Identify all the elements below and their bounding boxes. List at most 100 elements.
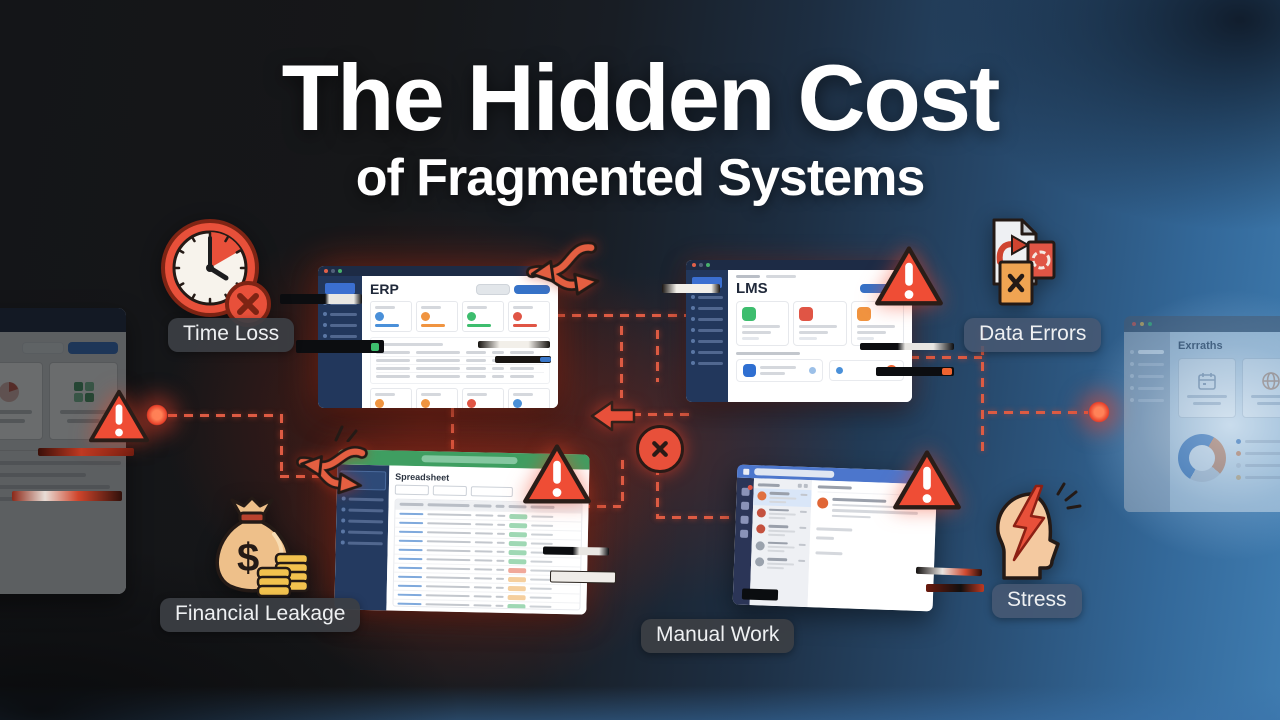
table-cell: [473, 586, 492, 589]
window-dot-green: [338, 269, 342, 273]
preview-line: [767, 562, 794, 566]
table-cell: [425, 594, 470, 598]
timestamp: [799, 510, 807, 513]
table-cell: [529, 596, 552, 600]
glitch-streak: [478, 341, 550, 348]
glitch-streak: [741, 588, 779, 601]
sidebar-item: [691, 361, 723, 365]
broken-documents-icon: [964, 214, 1072, 318]
legend-dot: [1236, 451, 1241, 456]
avatar: [755, 540, 765, 551]
card-label: [513, 393, 533, 396]
financial-leakage-label: Financial Leakage: [160, 598, 361, 632]
sidebar-item-icon: [1130, 362, 1134, 366]
sidebar-button: [692, 277, 722, 288]
tangled-arrows-icon: [287, 432, 373, 502]
sync-error-x-icon: [636, 425, 684, 473]
connector-line: [556, 314, 686, 317]
status-pill: [507, 603, 526, 609]
sidebar-item: [341, 507, 384, 512]
subtitle: of Fragmented Systems: [355, 149, 926, 207]
table-cell: [495, 604, 504, 608]
app-icon: [743, 364, 756, 377]
link-cell: [398, 566, 423, 570]
conversation-name: [767, 541, 788, 545]
conversation-name: [769, 491, 790, 495]
card-label: [467, 306, 487, 309]
timestamp: [798, 543, 806, 546]
link-cell: [398, 530, 424, 534]
ghost-titlebar: [1124, 316, 1280, 332]
table-cell: [510, 367, 534, 370]
connector-line: [981, 330, 984, 456]
glitch-streak: [876, 367, 954, 376]
preview-line: [769, 500, 787, 503]
preview-line: [768, 533, 785, 536]
connector-line: [168, 414, 280, 417]
erp-titlebar: [318, 266, 558, 276]
lms-title: LMS: [736, 280, 768, 297]
course-card: [736, 301, 790, 346]
stat-card: [462, 388, 504, 408]
card-label: [421, 306, 441, 309]
sidebar-item-label: [330, 334, 357, 338]
conversation-row: [753, 488, 812, 507]
window-dot-red: [324, 269, 328, 273]
svg-text:$: $: [237, 536, 259, 580]
table-cell: [496, 559, 505, 563]
table-cell: [427, 513, 472, 517]
timestamp: [798, 559, 806, 562]
legend-dot: [1236, 439, 1241, 444]
globe-icon: [1262, 372, 1280, 390]
sidebar-item-icon: [341, 518, 346, 523]
sidebar-item-icon: [691, 339, 695, 343]
erp-window: ERP: [318, 266, 558, 408]
sidebar-item-label: [698, 295, 723, 299]
status-pill: [509, 513, 528, 519]
course-card: [793, 301, 847, 346]
table-cell: [426, 531, 472, 535]
connector-line: [988, 411, 1088, 414]
money-bag-coins-icon: $: [196, 494, 320, 606]
sidebar-item-label: [1138, 374, 1164, 378]
course-card: [850, 301, 904, 346]
column-header: [399, 502, 424, 507]
rail-icon: [740, 484, 753, 496]
timestamp: [800, 493, 808, 497]
tangled-arrows-icon: [516, 232, 608, 307]
connector-line: [656, 516, 736, 519]
legend-label: [1245, 464, 1280, 467]
link-cell: [397, 602, 422, 606]
table-cell: [376, 359, 410, 362]
data-errors-label: Data Errors: [964, 318, 1102, 352]
table-cell: [473, 604, 492, 607]
glow-dot: [1088, 401, 1110, 423]
sidebar-item-label: [698, 328, 723, 332]
head-lightning-icon: [980, 480, 1088, 590]
ghost-sidebar: [1124, 332, 1170, 512]
card-bar: [513, 323, 538, 327]
stat-card: [462, 301, 504, 332]
table-cell: [416, 359, 460, 362]
card-icon: [421, 311, 430, 321]
donut-chart: [1178, 433, 1226, 482]
broken-sync-arrow-icon: [590, 398, 636, 434]
conversation-list: [749, 478, 813, 608]
warning-triangle-icon: [874, 244, 944, 310]
glitch-streak: [662, 284, 720, 293]
status-pill: [508, 549, 527, 555]
sidebar-item-icon: [1130, 386, 1134, 390]
sidebar-item-label: [698, 339, 723, 343]
preview-line: [767, 549, 785, 553]
lms-titlebar: [686, 260, 912, 270]
glitch-streak: [296, 340, 384, 353]
warning-triangle-icon: [522, 442, 592, 508]
filter-select: [394, 484, 429, 496]
sidebar-item: [1130, 398, 1164, 402]
lms-tile: [736, 359, 824, 382]
table-cell: [529, 578, 553, 582]
preview-line: [766, 566, 784, 569]
table-cell: [474, 550, 493, 553]
card-icon: [421, 398, 430, 408]
